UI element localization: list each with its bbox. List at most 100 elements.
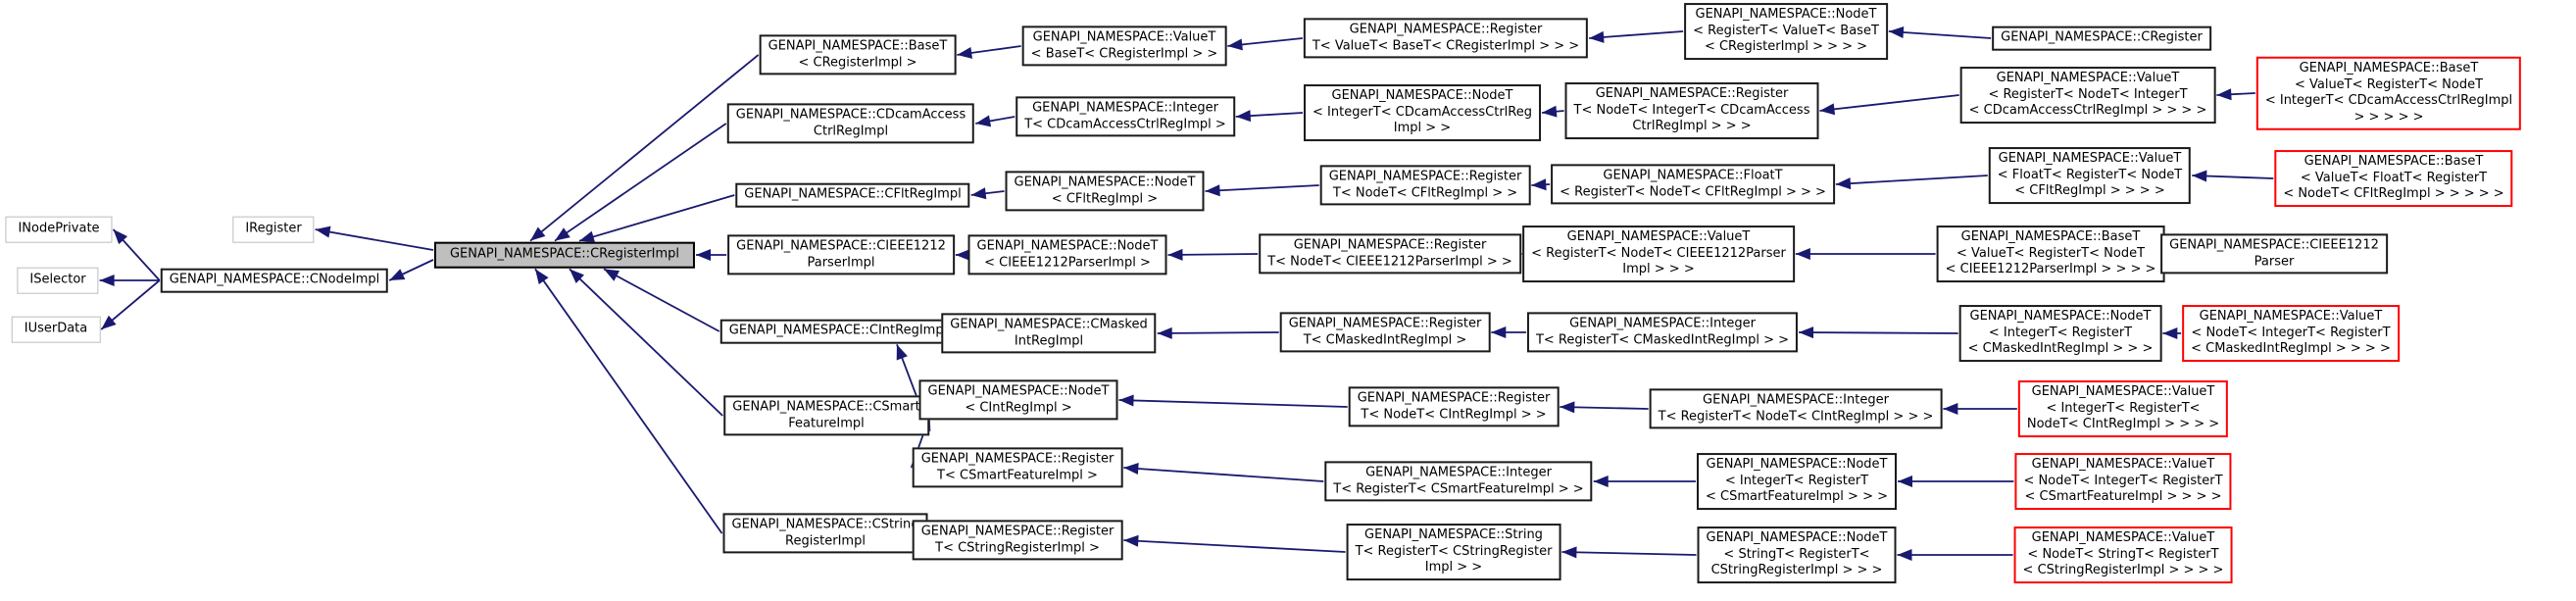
class-node-baset_valuet_floatt[interactable]: GENAPI_NAMESPACE::BaseT< ValueT< FloatT<… xyxy=(2274,150,2513,207)
class-node-nodet_cint[interactable]: GENAPI_NAMESPACE::NodeT< CIntRegImpl > xyxy=(918,379,1118,421)
class-node-valuet_nodet_integert_regt_cmasked[interactable]: GENAPI_NAMESPACE::ValueT< NodeT< Integer… xyxy=(2182,305,2400,362)
inheritance-edge xyxy=(896,343,919,401)
class-node-label-line: GENAPI_NAMESPACE::NodeT xyxy=(1331,88,1513,104)
class-node-valuet_baset[interactable]: GENAPI_NAMESPACE::ValueT< BaseT< CRegist… xyxy=(1021,25,1227,67)
class-node-label-line: CStringRegisterImpl > > > xyxy=(1710,563,1883,578)
class-node-cregister[interactable]: GENAPI_NAMESPACE::CRegister xyxy=(1992,25,2211,51)
class-node-valuet_regt_nodet_integert_cdcam[interactable]: GENAPI_NAMESPACE::ValueT< RegisterT< Nod… xyxy=(1959,67,2216,124)
inheritance-edge xyxy=(1531,178,1551,191)
class-node-label-line: GENAPI_NAMESPACE::BaseT xyxy=(2304,154,2484,170)
inheritance-edge xyxy=(578,194,735,243)
class-node-label-line: GENAPI_NAMESPACE::CRegisterImpl xyxy=(449,246,680,262)
class-node-label-line: GENAPI_NAMESPACE::NodeT xyxy=(1969,309,2152,325)
class-node-label-line: IUserData xyxy=(24,321,88,336)
inheritance-edge xyxy=(957,45,1021,59)
class-node-label-line: < CMaskedIntRegImpl > > > xyxy=(1967,341,2154,357)
class-node-valuet_nodet_integert_regt_csmart[interactable]: GENAPI_NAMESPACE::ValueT< NodeT< Integer… xyxy=(2014,453,2232,510)
class-node-label-line: Impl > > xyxy=(1393,121,1452,136)
class-node-iuserdata[interactable]: IUserData xyxy=(11,316,101,343)
class-node-label-line: GENAPI_NAMESPACE::Integer xyxy=(1569,316,1756,331)
class-node-label-line: < RegisterT< ValueT< BaseT xyxy=(1693,23,1879,38)
class-node-label-line: < NodeT< IntegerT< RegisterT xyxy=(2191,325,2391,340)
class-node-label-line: T< RegisterT< CStringRegister xyxy=(1355,543,1553,559)
class-node-baset_creg[interactable]: GENAPI_NAMESPACE::BaseT< CRegisterImpl > xyxy=(759,34,957,75)
class-node-nodet_cflt[interactable]: GENAPI_NAMESPACE::NodeT< CFltRegImpl > xyxy=(1005,171,1205,212)
class-node-label-line: < CStringRegisterImpl > > > > xyxy=(2022,563,2224,578)
class-node-nodet_cieee[interactable]: GENAPI_NAMESPACE::NodeT< CIEEE1212Parser… xyxy=(967,234,1167,275)
class-node-nodet_integert_cdcam[interactable]: GENAPI_NAMESPACE::NodeT< IntegerT< CDcam… xyxy=(1304,84,1541,141)
class-node-label-line: < CDcamAccessCtrlRegImpl > > > > xyxy=(1968,103,2207,119)
class-node-label-line: < NodeT< StringT< RegisterT xyxy=(2027,546,2219,562)
class-node-valuet_floatt[interactable]: GENAPI_NAMESPACE::ValueT< FloatT< Regist… xyxy=(1988,147,2192,204)
class-node-label-line: GENAPI_NAMESPACE::ValueT xyxy=(2031,457,2215,473)
inheritance-edge xyxy=(112,228,161,281)
class-node-iselector[interactable]: ISelector xyxy=(17,267,99,294)
class-node-label-line: GENAPI_NAMESPACE::BaseT xyxy=(1960,229,2141,245)
class-node-label-line: < CMaskedIntRegImpl > > > > xyxy=(2191,341,2391,357)
class-node-label-line: < IntegerT< CDcamAccessCtrlRegImpl xyxy=(2264,93,2513,108)
class-node-label-line: GENAPI_NAMESPACE::CMasked xyxy=(950,317,1148,332)
class-node-floatt_regt_nodet_cflt[interactable]: GENAPI_NAMESPACE::FloatT< RegisterT< Nod… xyxy=(1551,164,1835,205)
inheritance-edge xyxy=(315,225,434,251)
class-node-inodeprivate[interactable]: INodePrivate xyxy=(5,216,113,243)
class-node-nodet_integert_regt_csmart[interactable]: GENAPI_NAMESPACE::NodeT< IntegerT< Regis… xyxy=(1697,453,1897,510)
class-node-label-line: GENAPI_NAMESPACE::Register xyxy=(1328,169,1522,184)
class-node-valuet_integert_regt_nodet_cint[interactable]: GENAPI_NAMESPACE::ValueT< IntegerT< Regi… xyxy=(2017,380,2229,437)
class-node-label-line: GENAPI_NAMESPACE::NodeT xyxy=(976,238,1159,254)
class-node-nodet_integert_regt_cmasked[interactable]: GENAPI_NAMESPACE::NodeT< IntegerT< Regis… xyxy=(1958,305,2162,362)
class-node-valuet_regt_nodet_cieee[interactable]: GENAPI_NAMESPACE::ValueT< RegisterT< Nod… xyxy=(1522,225,1795,282)
inheritance-edge xyxy=(2216,88,2255,101)
class-node-label-line: GENAPI_NAMESPACE::CRegister xyxy=(2001,29,2203,45)
class-node-baset_valuet_regt_nodet_cieee[interactable]: GENAPI_NAMESPACE::BaseT< ValueT< Registe… xyxy=(1936,225,2165,282)
class-node-nodet_stringt_regt_cstring[interactable]: GENAPI_NAMESPACE::NodeT< StringT< Regist… xyxy=(1697,526,1897,583)
inheritance-edge xyxy=(100,279,161,330)
class-node-cint[interactable]: GENAPI_NAMESPACE::CIntRegImpl xyxy=(719,319,957,344)
class-node-label-line: GENAPI_NAMESPACE::NodeT xyxy=(1706,530,1888,546)
inheritance-edge xyxy=(1589,30,1684,43)
class-node-label-line: GENAPI_NAMESPACE::CIntRegImpl xyxy=(728,323,948,338)
class-node-label-line: GENAPI_NAMESPACE::NodeT xyxy=(927,383,1110,399)
class-node-valuet_nodet_stringt_regt_cstring[interactable]: GENAPI_NAMESPACE::ValueT< NodeT< StringT… xyxy=(2013,526,2233,583)
class-node-label-line: GENAPI_NAMESPACE::Register xyxy=(1293,237,1487,253)
class-node-label-line: < NodeT< CFltRegImpl > > > > > xyxy=(2283,186,2504,202)
class-node-label-line: GENAPI_NAMESPACE::CSmart xyxy=(732,399,920,415)
class-node-label-line: NodeT< CIntRegImpl > > > > xyxy=(2026,417,2220,432)
inheritance-edge xyxy=(1167,248,1259,261)
class-node-label-line: FeatureImpl xyxy=(788,416,865,430)
inheritance-edge xyxy=(1835,175,1988,190)
class-node-label-line: GENAPI_NAMESPACE::CIEEE1212 xyxy=(736,238,946,254)
class-node-cnodeimpl[interactable]: GENAPI_NAMESPACE::CNodeImpl xyxy=(160,268,389,293)
class-node-label-line: T< CStringRegisterImpl > xyxy=(935,540,1100,555)
class-node-cflt[interactable]: GENAPI_NAMESPACE::CFltRegImpl xyxy=(735,182,970,208)
inheritance-edge xyxy=(569,268,723,417)
class-node-baset_valuet_regt_nodet_integert_cdcam[interactable]: GENAPI_NAMESPACE::BaseT< ValueT< Registe… xyxy=(2255,56,2522,130)
class-node-cregisterimpl[interactable]: GENAPI_NAMESPACE::CRegisterImpl xyxy=(433,241,696,269)
class-node-label-line: GENAPI_NAMESPACE::ValueT xyxy=(2031,384,2215,400)
class-node-label-line: GENAPI_NAMESPACE::Register xyxy=(1595,86,1789,102)
class-node-label-line: < IntegerT< RegisterT xyxy=(1988,325,2133,340)
class-node-label-line: T< RegisterT< CMaskedIntRegImpl > > xyxy=(1535,332,1790,347)
class-node-label-line: < ValueT< RegisterT< NodeT xyxy=(2294,76,2484,92)
class-node-label-line: GENAPI_NAMESPACE::FloatT xyxy=(1603,168,1783,183)
class-node-nodet_regt_valuet[interactable]: GENAPI_NAMESPACE::NodeT< RegisterT< Valu… xyxy=(1684,3,1888,60)
class-node-iregister[interactable]: IRegister xyxy=(232,216,315,243)
